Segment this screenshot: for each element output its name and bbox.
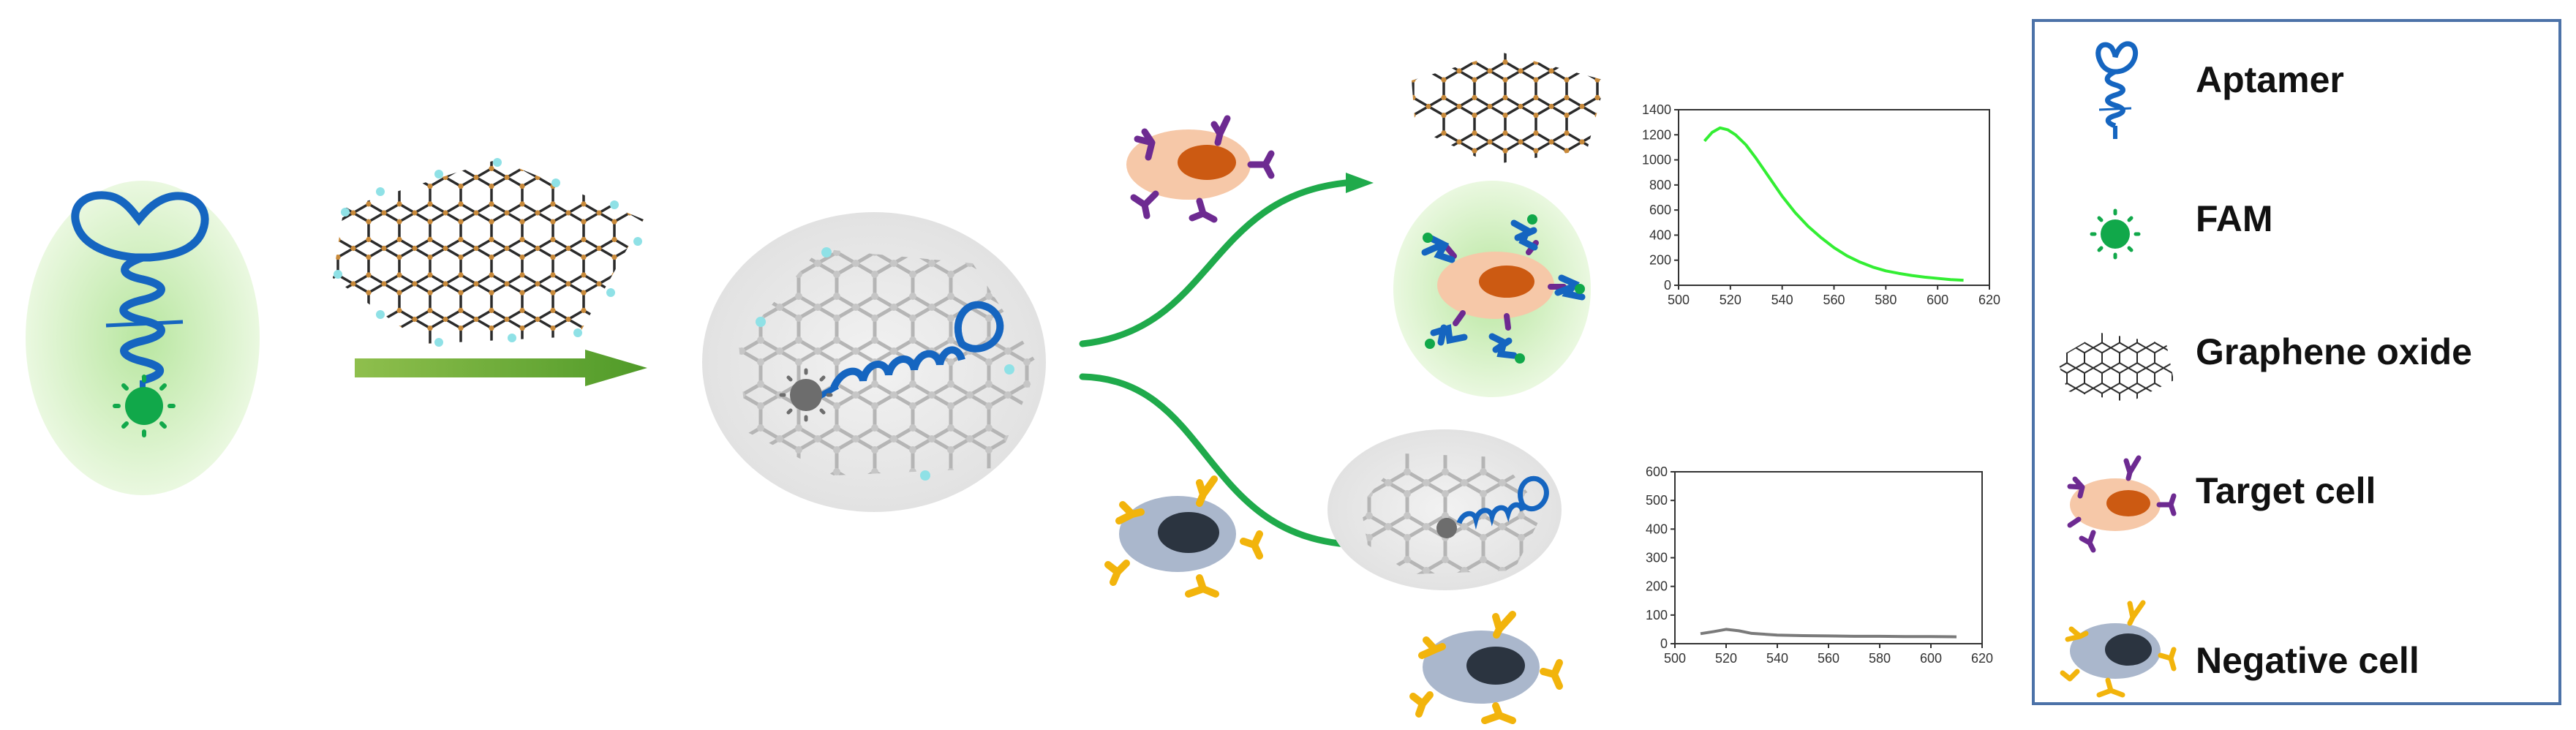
y-tick-label: 0 bbox=[1660, 636, 1668, 651]
branch-arrows bbox=[1079, 179, 1364, 549]
x-tick-label: 580 bbox=[1875, 293, 1897, 307]
target-cell-top bbox=[1126, 115, 1275, 223]
legend-label-negative-cell: Negative cell bbox=[2196, 640, 2419, 681]
y-tick-label: 200 bbox=[1649, 253, 1671, 268]
x-tick-label: 560 bbox=[1818, 651, 1839, 666]
graphene-oxide-sheet bbox=[333, 158, 644, 347]
y-tick-label: 200 bbox=[1646, 579, 1668, 594]
x-tick-label: 520 bbox=[1720, 293, 1741, 307]
x-tick-label: 600 bbox=[1927, 293, 1948, 307]
legend-label-graphene-oxide: Graphene oxide bbox=[2196, 331, 2472, 372]
fam-icon bbox=[2090, 208, 2141, 260]
x-tick-label: 520 bbox=[1715, 651, 1737, 666]
y-tick-label: 300 bbox=[1646, 551, 1668, 565]
plot-frame bbox=[1674, 471, 1983, 644]
aptamer-icon bbox=[2095, 41, 2139, 139]
x-tick-label: 600 bbox=[1920, 651, 1942, 666]
process-arrow bbox=[355, 350, 647, 386]
x-tick-label: 580 bbox=[1869, 651, 1891, 666]
series-line bbox=[1703, 126, 1964, 282]
legend-label-fam: FAM bbox=[2196, 198, 2273, 239]
plot-frame bbox=[1678, 109, 1990, 286]
y-tick-label: 0 bbox=[1664, 278, 1671, 293]
negative-cell-right bbox=[1409, 611, 1563, 724]
y-tick-label: 600 bbox=[1649, 203, 1671, 217]
quenched-complex bbox=[702, 212, 1046, 512]
quenched-complex-small bbox=[1327, 429, 1562, 590]
y-tick-label: 1000 bbox=[1642, 153, 1671, 168]
x-tick-label: 540 bbox=[1771, 293, 1793, 307]
y-tick-label: 1400 bbox=[1642, 102, 1671, 117]
y-tick-label: 600 bbox=[1646, 464, 1668, 479]
y-tick-label: 400 bbox=[1646, 522, 1668, 536]
y-tick-label: 800 bbox=[1649, 178, 1671, 192]
x-tick-label: 500 bbox=[1664, 651, 1686, 666]
negative-cell-icon bbox=[2060, 600, 2177, 698]
legend-label-target-cell: Target cell bbox=[2196, 470, 2376, 511]
fam-dye-bright bbox=[113, 375, 176, 437]
x-tick-label: 540 bbox=[1766, 651, 1788, 666]
legend: Aptamer FAM Graphene oxide Target cell bbox=[2032, 19, 2561, 705]
y-tick-label: 100 bbox=[1646, 608, 1668, 622]
chart-fluorescence-off: 500 520 540 560 580 600 620 0 100 200 300 400 500 600 bbox=[1646, 464, 1993, 666]
x-tick-label: 620 bbox=[1971, 651, 1993, 666]
x-tick-label: 620 bbox=[1978, 293, 2000, 307]
negative-cell-left bbox=[1104, 475, 1263, 598]
y-tick-label: 1200 bbox=[1642, 127, 1671, 142]
graphene-oxide-free bbox=[1412, 53, 1605, 165]
graphene-oxide-icon bbox=[2057, 333, 2174, 402]
target-cell-icon bbox=[2067, 455, 2177, 553]
y-tick-label: 400 bbox=[1649, 227, 1671, 242]
chart-fluorescence-on: 500 520 540 560 580 600 620 0 200 400 600 800 1000 12… bbox=[1642, 102, 2000, 307]
legend-label-aptamer: Aptamer bbox=[2196, 59, 2344, 100]
y-tick-label: 500 bbox=[1646, 493, 1668, 508]
x-tick-label: 500 bbox=[1668, 293, 1690, 307]
series-line bbox=[1700, 628, 1957, 639]
free-probe bbox=[26, 181, 260, 495]
target-cell-bound bbox=[1393, 181, 1591, 397]
x-tick-label: 560 bbox=[1823, 293, 1845, 307]
